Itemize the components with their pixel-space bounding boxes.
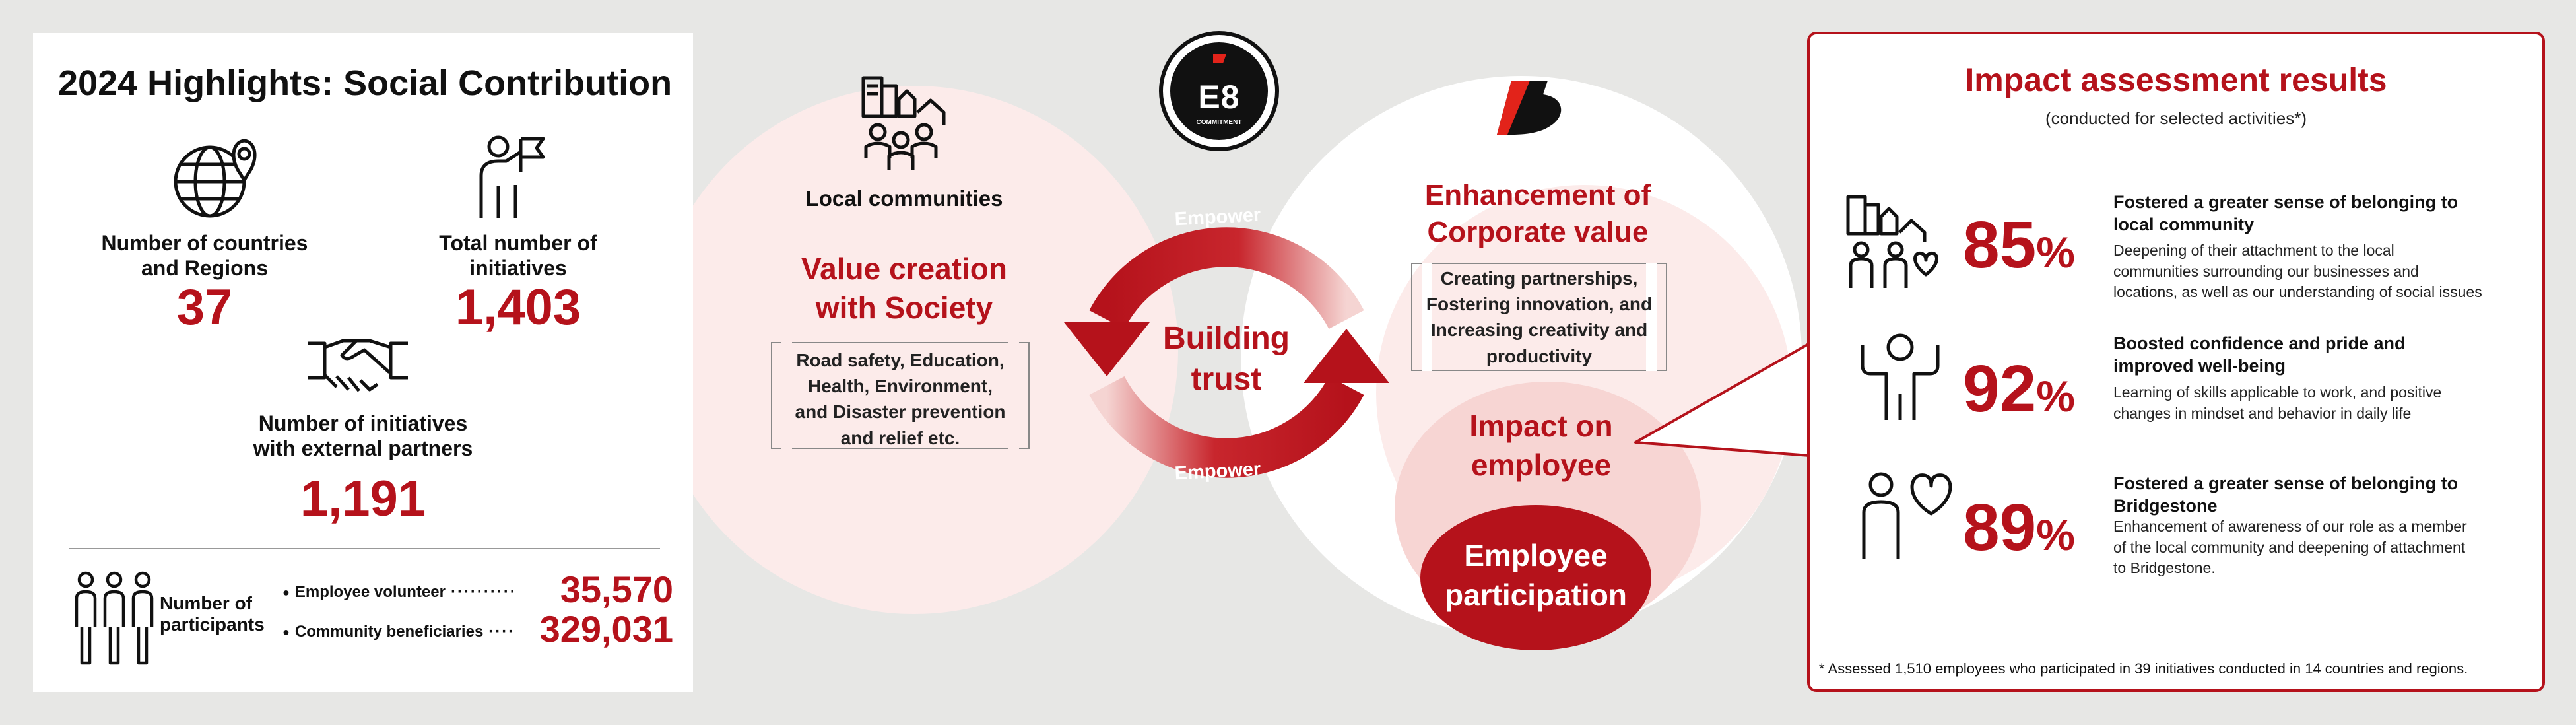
arrow-arc-bottom — [1089, 376, 1364, 478]
society-title: Value creation with Society — [801, 252, 1007, 325]
volunteer-row: ● Employee volunteer·········· — [282, 583, 517, 602]
beneficiaries-value: 329,031 — [539, 608, 673, 650]
result-description: Enhancement of awareness of our role as … — [2113, 518, 2467, 577]
percent-belonging-bridgestone: 89% — [1963, 490, 2075, 566]
badge-logo-mark — [1213, 54, 1226, 63]
results-title: Impact assessment results — [1965, 61, 2387, 98]
society-bracket — [771, 342, 1030, 449]
e8-badge-label: E8 — [1198, 79, 1240, 116]
percent-belonging-community: 85% — [1963, 207, 2075, 283]
partners-label: Number of initiatives with external part… — [253, 411, 473, 460]
countries-label: Number of countries and Regions — [101, 231, 308, 280]
corporate-value-title: Enhancement of Corporate value — [1424, 179, 1651, 249]
person-heart-icon — [1862, 472, 1952, 559]
leader-dots: ·········· — [450, 583, 517, 601]
beneficiaries-label: Community beneficiaries — [294, 623, 484, 640]
confident-person-icon — [1861, 333, 1940, 420]
participation-ellipse — [1420, 505, 1651, 650]
e8-badge-inner — [1170, 42, 1268, 140]
corporate-bracket — [1411, 263, 1667, 371]
result-description: Learning of skills applicable to work, a… — [2113, 384, 2442, 422]
society-circle — [650, 86, 1178, 614]
result-heading: Fostered a greater sense of belonging to… — [2113, 192, 2459, 234]
countries-value: 37 — [176, 279, 233, 335]
community-heart-icon — [1846, 195, 1938, 288]
local-communities-icon — [861, 76, 946, 170]
beneficiaries-row: ● Community beneficiaries···· — [282, 623, 515, 641]
percent-value: 92 — [1963, 352, 2037, 426]
people-group-icon — [75, 571, 154, 665]
result-description: Deepening of their attachment to the loc… — [2113, 242, 2482, 301]
participants-label: Number of participants — [160, 593, 265, 635]
bridgestone-logo-icon — [1497, 81, 1562, 135]
result-heading: Boosted confidence and pride and improve… — [2113, 333, 2406, 376]
arrow-arc-top — [1089, 227, 1364, 329]
person-flag-icon — [479, 135, 545, 218]
building-trust-label: Building trust — [1163, 321, 1290, 397]
percent-sign: % — [2036, 510, 2075, 559]
highlights-divider — [69, 548, 660, 549]
partners-value: 1,191 — [300, 471, 426, 527]
initiatives-value: 1,403 — [455, 279, 581, 335]
volunteer-label: Employee volunteer — [294, 583, 446, 601]
corporate-value-activities: Creating partnerships, Fostering innovat… — [1426, 268, 1653, 366]
percent-sign: % — [2036, 228, 2075, 277]
e8-badge-sublabel: COMMITMENT — [1196, 119, 1242, 126]
percent-sign: % — [2036, 372, 2075, 421]
results-subtitle: (conducted for selected activities*) — [2045, 108, 2307, 128]
arrow-head-right — [1304, 329, 1389, 383]
handshake-icon — [308, 339, 408, 392]
society-activities: Road safety, Education, Health, Environm… — [795, 350, 1006, 448]
arrow-head-left — [1064, 322, 1150, 376]
volunteer-value: 35,570 — [560, 569, 673, 610]
result-heading: Fostered a greater sense of belonging to… — [2113, 473, 2459, 516]
highlights-title: 2024 Highlights: Social Contribution — [58, 63, 673, 103]
bullet-icon: ● — [282, 586, 290, 600]
highlights-panel: 2024 Highlights: Social Contribution Num… — [33, 33, 693, 692]
globe-pin-icon — [174, 139, 257, 218]
local-communities-label: Local communities — [805, 186, 1003, 211]
percent-confidence: 92% — [1963, 351, 2075, 427]
percent-value: 85 — [1963, 208, 2037, 282]
bullet-icon: ● — [282, 625, 290, 639]
leader-dots: ···· — [488, 623, 515, 640]
callout-pointer-outline — [1634, 342, 1810, 457]
callout-pointer — [1635, 343, 1810, 456]
impact-on-employee-label: Impact on employee — [1469, 409, 1613, 482]
initiatives-label: Total number of initiatives — [439, 231, 597, 280]
impact-results-panel: Impact assessment results (conducted for… — [1807, 32, 2545, 692]
employee-participation-label: Employee participation — [1444, 538, 1628, 612]
percent-value: 89 — [1963, 491, 2037, 565]
results-footnote: * Assessed 1,510 employees who participa… — [1819, 660, 2468, 677]
